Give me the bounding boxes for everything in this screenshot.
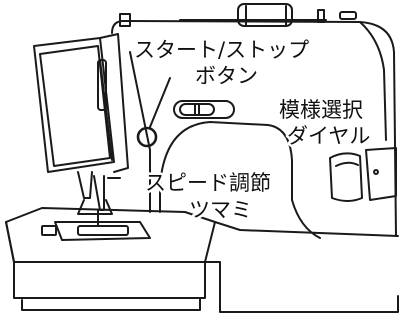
speed-slider-label-line1: スピード調節	[145, 171, 271, 195]
machine-body	[111, 20, 397, 239]
start-stop-label-line2: ボタン	[195, 64, 258, 88]
start-stop-label-line1: スタート/ストップ	[134, 38, 309, 62]
speed-slider-label-line2: ツマミ	[189, 198, 252, 222]
needle-bar	[77, 171, 121, 227]
thread-spool	[119, 3, 357, 27]
start-stop-leader	[149, 77, 171, 128]
front-panel	[33, 33, 129, 173]
needle-plate	[41, 221, 151, 241]
pattern-dial[interactable]	[329, 147, 397, 202]
start-stop-button[interactable]	[136, 126, 158, 148]
pattern-dial-label-line2: ダイヤル	[287, 124, 370, 148]
machine-base	[5, 207, 399, 313]
speed-slider[interactable]	[173, 100, 235, 119]
pattern-dial-label-line1: 模様選択	[279, 98, 363, 122]
